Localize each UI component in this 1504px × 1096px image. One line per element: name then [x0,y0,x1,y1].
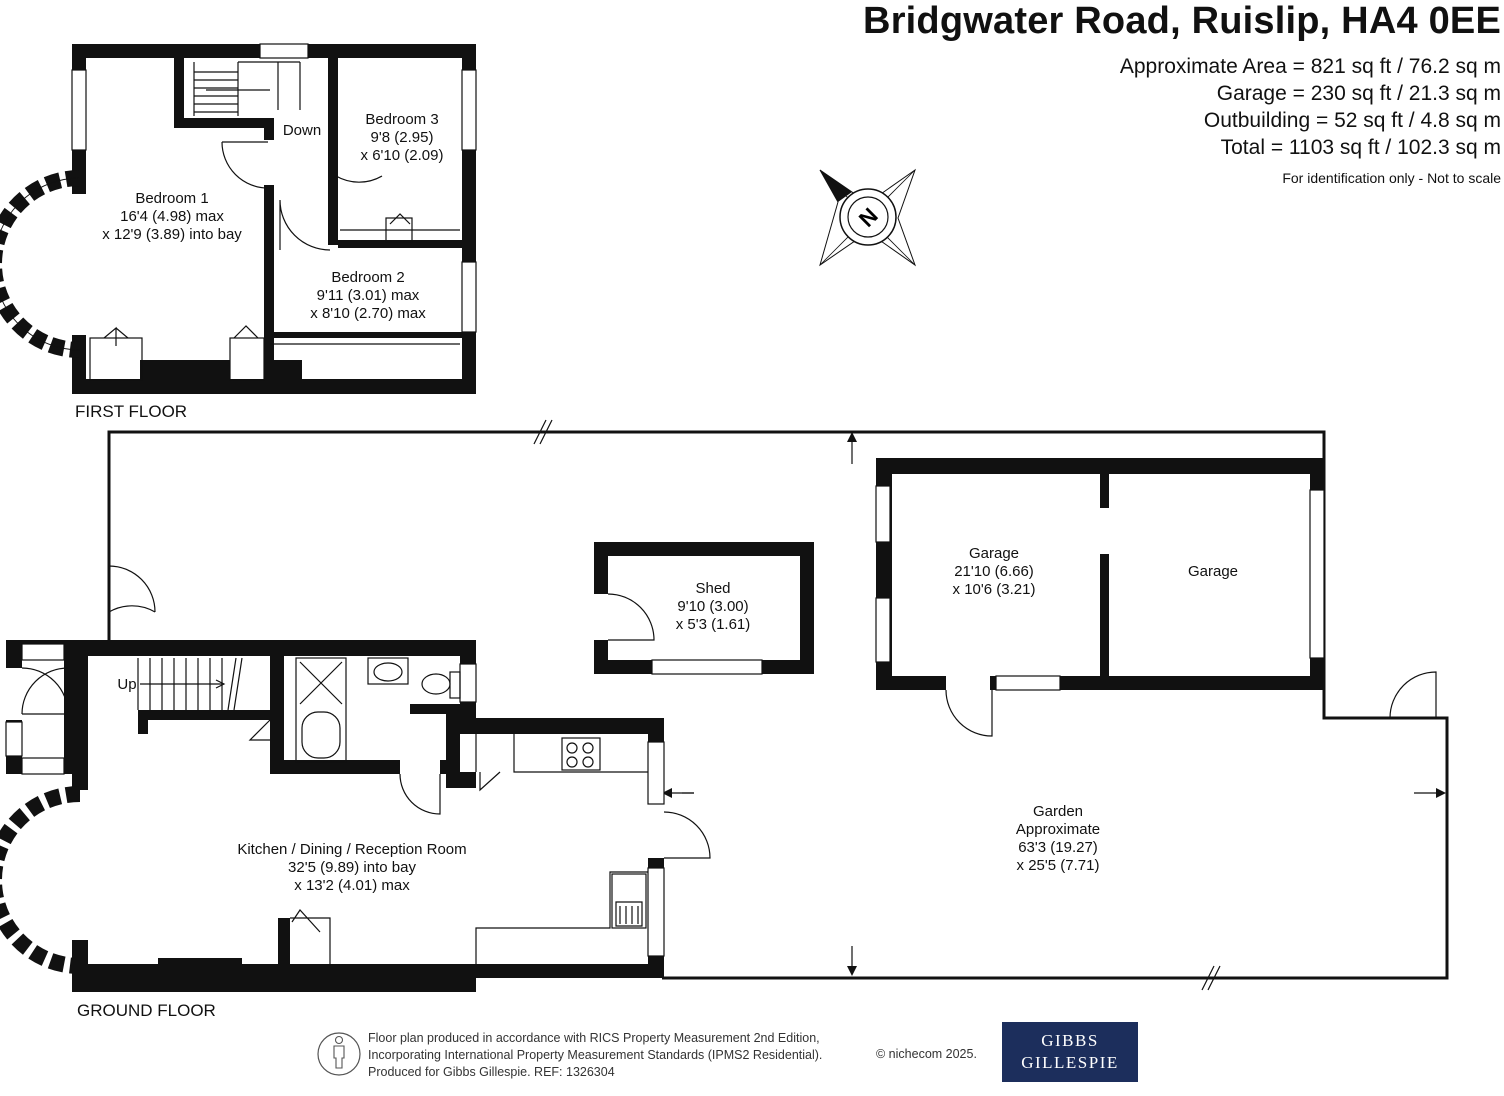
gibbs-gillespie-logo: GIBBS GILLESPIE [1002,1022,1138,1082]
area-total: Total = 1103 sq ft / 102.3 sq m [1220,136,1501,159]
garage-plan: Garage 21'10 (6.66) x 10'6 (3.21) Garage [875,458,1325,737]
footer-text: Floor plan produced in accordance with R… [368,1030,822,1081]
room-bedroom-2-dim1: 9'11 (3.01) max [317,287,420,304]
first-floor-plan: Down Bedroom 1 16'4 (4.98) max x 12'9 (3… [0,43,477,421]
area-approximate: Approximate Area = 821 sq ft / 76.2 sq m [1119,55,1501,78]
garden-area: Garden Approximate 63'3 (19.27) x 25'5 (… [1016,803,1100,874]
garden-dim2: x 25'5 (7.71) [1017,857,1100,874]
room-bedroom-3-dim1: 9'8 (2.95) [371,129,434,146]
plot-boundary [107,419,1449,991]
footer-line-3: Produced for Gibbs Gillespie. REF: 13263… [368,1065,615,1079]
room-bedroom-1-dim1: 16'4 (4.98) max [120,208,224,225]
garden-line2: Approximate [1016,821,1100,838]
property-address: Bridgwater Road, Ruislip, HA4 0EE [863,0,1501,42]
room-bedroom-2-name: Bedroom 2 [331,269,404,286]
compass-icon: N [819,168,917,267]
room-kitchen-dim2: x 13'2 (4.01) max [294,877,410,894]
scale-note: For identification only - Not to scale [1282,170,1501,186]
first-floor-label: FIRST FLOOR [75,402,187,421]
shed-name: Shed [695,580,730,597]
garage-dim1: 21'10 (6.66) [954,563,1034,580]
footer-line-2: Incorporating International Property Mea… [368,1048,823,1062]
ground-floor-stairs-label: Up [117,676,136,693]
room-kitchen-name: Kitchen / Dining / Reception Room [237,841,466,858]
room-kitchen-dim1: 32'5 (9.89) into bay [288,859,416,876]
room-bedroom-3-dim2: x 6'10 (2.09) [361,147,444,164]
logo-line-1: GIBBS [1041,1031,1099,1050]
area-outbuilding: Outbuilding = 52 sq ft / 4.8 sq m [1203,109,1501,132]
footer-copyright: © nichecom 2025. [876,1047,977,1061]
footer-line-1: Floor plan produced in accordance with R… [368,1031,820,1045]
garage-dim2: x 10'6 (3.21) [953,581,1036,598]
room-bedroom-1-dim2: x 12'9 (3.89) into bay [102,226,242,243]
shed-dim1: 9'10 (3.00) [677,598,748,615]
garden-dim1: 63'3 (19.27) [1018,839,1098,856]
shed-plan: Shed 9'10 (3.00) x 5'3 (1.61) [594,542,814,675]
area-garage: Garage = 230 sq ft / 21.3 sq m [1216,82,1501,105]
person-icon [317,1032,361,1076]
garage-2-name: Garage [1188,563,1238,580]
garage-name: Garage [969,545,1019,562]
room-bedroom-1-name: Bedroom 1 [135,190,208,207]
room-bedroom-2-dim2: x 8'10 (2.70) max [310,305,426,322]
room-bedroom-3-name: Bedroom 3 [365,111,438,128]
first-floor-stairs-label: Down [283,122,321,139]
logo-line-2: GILLESPIE [1021,1053,1119,1072]
ground-floor-label: GROUND FLOOR [77,1001,216,1020]
shed-dim2: x 5'3 (1.61) [676,616,751,633]
ground-floor-plan: Up Kitchen / Dining / Reception Room 32'… [0,640,711,1020]
garden-name: Garden [1033,803,1083,820]
